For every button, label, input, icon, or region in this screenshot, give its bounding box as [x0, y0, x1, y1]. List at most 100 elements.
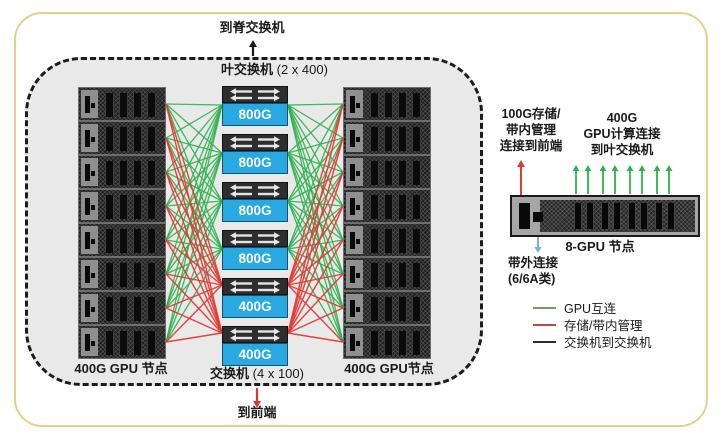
server-front-panel [346, 294, 363, 322]
drive-slot [133, 161, 142, 185]
storage-link-line [165, 284, 223, 309]
server-front-panel [346, 124, 363, 152]
gpu-slot [640, 203, 648, 229]
drive-slot [384, 331, 393, 355]
right-gpu-node-5 [343, 223, 431, 257]
compute-up-arrow-3-head [599, 165, 607, 171]
gpu-slot [628, 203, 636, 229]
switch-speed-label: 800G [222, 247, 288, 270]
legend-item-gpu: GPU互连 [533, 299, 652, 316]
port-arrow-left-head [230, 334, 236, 342]
server-button [91, 103, 95, 108]
left-gpu-node-7 [78, 291, 166, 325]
gpu-link-line [165, 200, 223, 207]
switch-speed-label: 400G [222, 343, 288, 366]
switch-port-arrows [222, 86, 288, 103]
gpu-link-line [165, 104, 223, 309]
compute-connection-line1: 400G [606, 111, 638, 125]
drive-slot [119, 263, 128, 287]
leaf-switch-5-storage: 400G [222, 278, 288, 318]
server-front-panel [346, 328, 363, 356]
left-gpu-node-8 [78, 325, 166, 359]
right-gpu-node-6 [343, 257, 431, 291]
server-port-bar [85, 300, 90, 317]
gpu-link-line [165, 103, 223, 154]
legend-item-storage: 存储/带内管理 [533, 316, 652, 333]
legend-swatch-gpu [533, 306, 556, 309]
drive-slot [147, 229, 156, 253]
server-front-panel [346, 226, 363, 254]
server-port-bar [350, 334, 355, 351]
compute-up-arrow-4-head [611, 165, 619, 171]
gpu-link-line [287, 200, 344, 207]
bottom-switch-count: (4 x 100) [252, 366, 304, 381]
drive-slot [105, 263, 114, 287]
oob-connection-label: 带外连接 (6/6A类) [508, 255, 598, 287]
right-gpu-node-stack [343, 87, 431, 359]
storage-link-line [287, 103, 344, 286]
drive-slot [119, 331, 128, 355]
gpu-link-line [165, 152, 223, 309]
drive-slot [398, 161, 407, 185]
gpu-link-line [165, 152, 223, 275]
drive-slot [133, 93, 142, 117]
storage-link-line [287, 137, 344, 334]
compute-up-arrow-7-head [653, 165, 661, 171]
server-button [91, 307, 95, 312]
legend-item-switch: 交换机到交换机 [533, 333, 652, 350]
drive-slot [133, 229, 142, 253]
server-button [91, 273, 95, 278]
drive-slot [384, 161, 393, 185]
drive-slot [147, 331, 156, 355]
left-gpu-node-stack [78, 87, 166, 359]
drive-slot [412, 161, 421, 185]
gpu-slot [601, 203, 609, 229]
server-button [356, 307, 360, 312]
legend-swatch-switch [533, 340, 556, 343]
port-arrow-right-head [274, 136, 280, 143]
to-spine-arrow-head [249, 40, 257, 47]
drive-slot [384, 297, 393, 321]
switch-speed-label: 800G [222, 103, 288, 126]
compute-up-arrow-8-head [665, 165, 673, 171]
bottom-switch-label: 交换机 (4 x 100) [187, 366, 327, 382]
left-gpu-nodes-label: 400G GPU 节点 [74, 361, 168, 376]
gpu-link-line [165, 248, 223, 343]
legend-swatch-storage [533, 323, 556, 326]
storage-link-line [287, 273, 344, 334]
storage-link-line [287, 171, 344, 334]
server-port-bar [350, 130, 355, 147]
leaf-switch-count: (2 x 400) [276, 62, 328, 77]
gpu-link-line [165, 103, 223, 106]
server-port-bar [350, 266, 355, 283]
outer-gold-frame [14, 12, 708, 427]
left-gpu-node-1 [78, 87, 166, 121]
compute-connection-line2: GPU计算连接 [583, 127, 661, 141]
drive-slot [105, 93, 114, 117]
right-gpu-node-3 [343, 155, 431, 189]
drive-slot [398, 127, 407, 151]
drive-slot [398, 229, 407, 253]
drive-slot [412, 195, 421, 219]
right-gpu-node-2 [343, 121, 431, 155]
port-arrow-left-head [230, 328, 236, 335]
chassis-oob-port [533, 212, 543, 222]
storage-link-line [165, 307, 223, 334]
server-button [91, 205, 95, 210]
port-arrow-right-head [274, 334, 280, 342]
oob-connection-line2: (6/6A类) [508, 272, 556, 286]
server-front-panel [81, 226, 98, 254]
drive-slot [119, 297, 128, 321]
switch-port-arrows [222, 326, 288, 343]
port-arrow-right-head [274, 232, 280, 239]
drive-slot [133, 263, 142, 287]
legend-label-storage: 存储/带内管理 [564, 319, 643, 333]
chassis-storage-port [519, 203, 530, 229]
server-button [356, 273, 360, 278]
storage-connection-line3: 连接到前端 [499, 139, 563, 153]
left-gpu-node-5 [78, 223, 166, 257]
bottom-switch-label-text: 交换机 [210, 366, 250, 381]
drive-slot [119, 195, 128, 219]
right-gpu-node-7 [343, 291, 431, 325]
